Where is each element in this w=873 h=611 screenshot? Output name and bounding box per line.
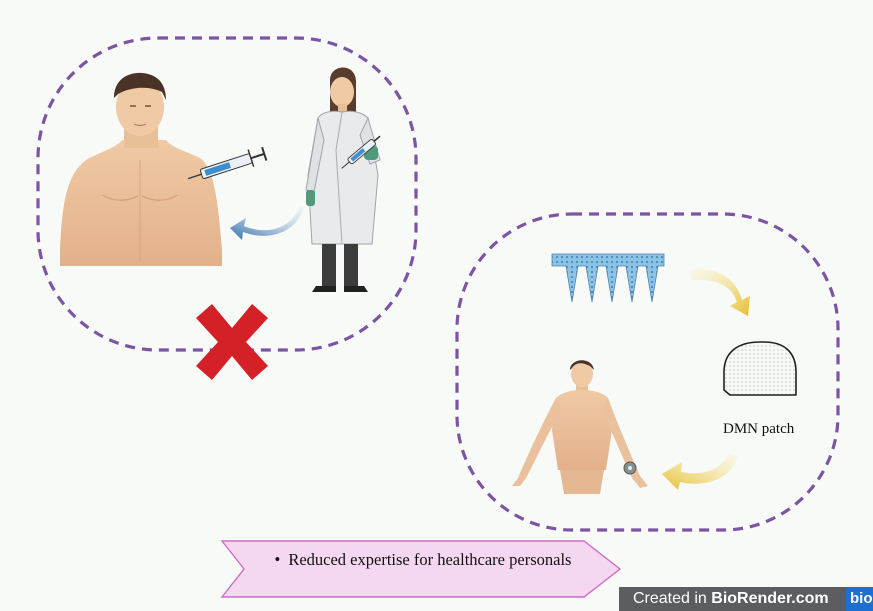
patient-with-patch-figure [512, 360, 648, 494]
credit-prefix: Created in [633, 590, 711, 607]
microneedle-patch-icon [724, 342, 796, 395]
credit-brand: BioRender.com [711, 590, 828, 607]
biorender-credit[interactable]: Created in BioRender.com bio [619, 587, 873, 611]
yellow-curved-arrow-top [690, 269, 750, 316]
healthcare-worker-figure [306, 68, 380, 293]
red-x-icon [196, 304, 268, 380]
patch-label: DMN patch [723, 421, 795, 437]
bullet-point: • [275, 550, 281, 569]
patient-torso-figure [60, 73, 222, 266]
blue-curved-arrow [230, 206, 304, 240]
banner-text-box: • Reduced expertise for healthcare person… [268, 550, 578, 570]
microneedle-array-icon [552, 254, 664, 302]
biorender-logo-icon: bio [846, 587, 873, 611]
banner-text: Reduced expertise for healthcare persona… [288, 550, 571, 569]
yellow-curved-arrow-bottom [662, 454, 738, 490]
